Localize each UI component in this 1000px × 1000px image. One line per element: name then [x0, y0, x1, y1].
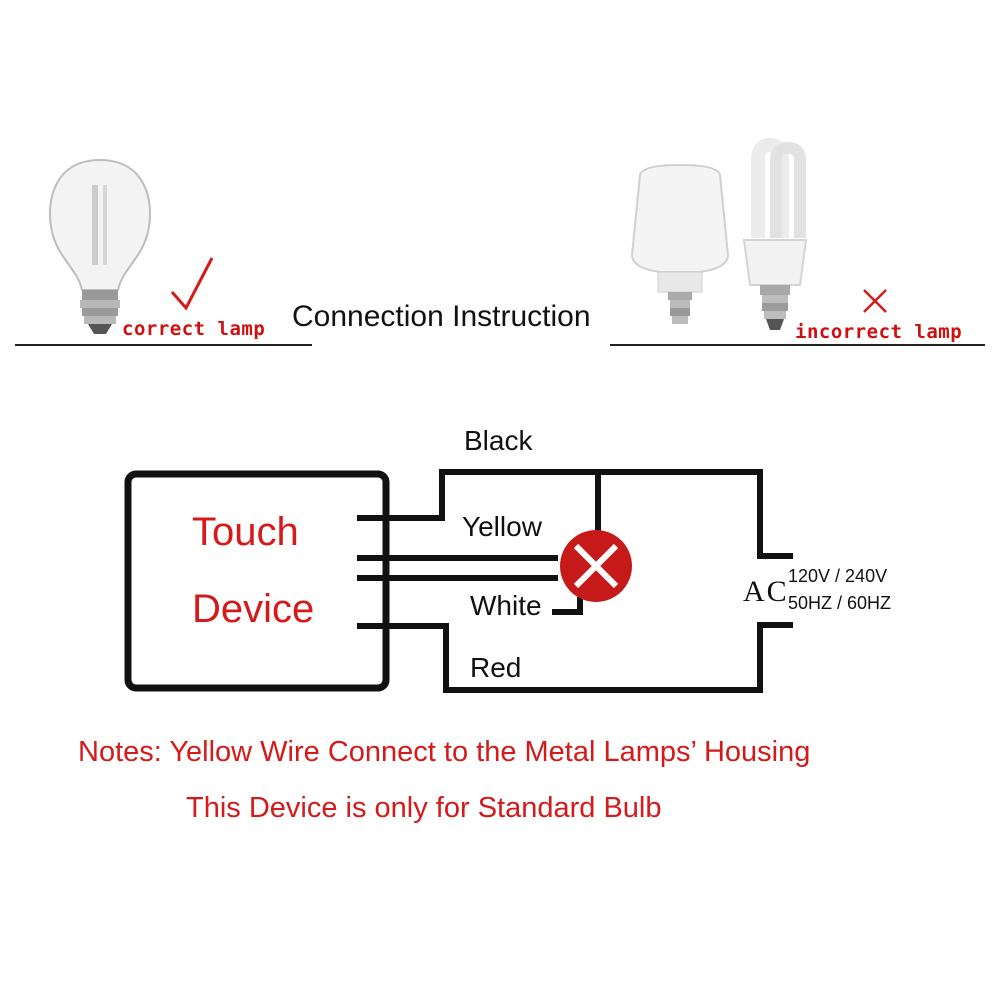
ac-label: AC	[743, 575, 789, 608]
incorrect-lamp-label: incorrect lamp	[795, 321, 963, 343]
touch-device-box	[124, 470, 390, 692]
device-label-line2: Device	[192, 587, 315, 631]
lamp-symbol-icon	[560, 530, 632, 602]
wire-label-white: White	[470, 590, 542, 621]
voltage-label: 120V / 240V	[788, 566, 888, 586]
device-label-line1: Touch	[192, 510, 299, 554]
incandescent-bulb-icon	[48, 158, 152, 334]
wire-label-black: Black	[464, 425, 533, 456]
wiring	[357, 469, 793, 693]
led-bulb-icon	[630, 163, 730, 324]
note-line-1: Notes: Yellow Wire Connect to the Metal …	[78, 736, 811, 768]
check-mark-icon	[170, 257, 214, 311]
wire-label-red: Red	[470, 652, 522, 683]
correct-lamp-label: correct lamp	[122, 318, 266, 340]
wire-label-yellow: Yellow	[462, 511, 542, 542]
page-title: Connection Instruction	[292, 300, 591, 333]
cfl-bulb-icon	[742, 137, 808, 330]
cross-mark-icon	[863, 289, 887, 313]
note-line-2: This Device is only for Standard Bulb	[186, 792, 662, 824]
frequency-label: 50HZ / 60HZ	[788, 593, 892, 613]
